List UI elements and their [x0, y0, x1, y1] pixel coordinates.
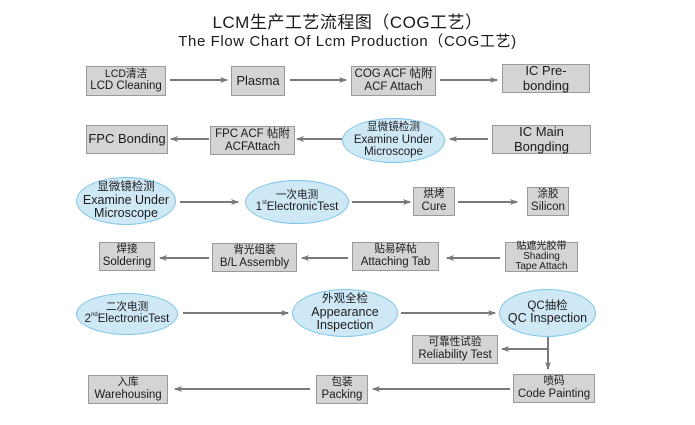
- step-label-en: Soldering: [102, 255, 152, 268]
- step-label-en: Appearance: [311, 304, 379, 319]
- step-label-en: B/L Assembly: [219, 256, 290, 269]
- step-label-zh: LCD清洁: [104, 67, 148, 80]
- step-examine-microscope-2: 显微镜检测 Examine Under Microscope: [76, 177, 176, 225]
- step-bl-assembly: 背光组装 B/L Assembly: [212, 243, 297, 272]
- step-examine-microscope-1: 显微镜检测 Examine Under Microscope: [342, 118, 445, 163]
- step-label-en: Plasma: [236, 72, 280, 88]
- step-label-zh: 外观全检: [322, 292, 368, 305]
- step-silicon: 涂胶 Silicon: [527, 187, 569, 216]
- step-plasma: Plasma: [231, 66, 285, 96]
- step-label-zh: 入库: [117, 376, 139, 389]
- step-ic-main-bonding: IC Main Bongding: [492, 125, 591, 154]
- step-label-en: Silicon: [531, 200, 565, 213]
- step-first-electronic-test: 一次电测 1stElectronicTest: [245, 180, 349, 224]
- step-label-en: QC Inspection: [507, 311, 588, 326]
- step-label-zh: 背光组装: [233, 244, 276, 257]
- step-label-zh: 喷码: [543, 375, 565, 388]
- step-label-zh: 贴易碎帖: [374, 243, 417, 256]
- step-label-en: ACFAttach: [225, 140, 280, 153]
- step-label-en: Attaching Tab: [360, 255, 431, 268]
- step-cog-acf-attach: COG ACF 帖附 ACF Attach: [351, 66, 436, 96]
- step-label-en: Examine Under: [353, 133, 434, 146]
- step-packing: 包装 Packing: [316, 375, 368, 404]
- step-label-zh: COG ACF 帖附: [354, 68, 433, 81]
- step-label-zh: 显微镜检测: [367, 121, 420, 134]
- step-label-zh: 一次电测: [275, 188, 319, 201]
- step-reliability-test: 可靠性试验 Reliability Test: [412, 335, 498, 364]
- title-chinese: LCM生产工艺流程图（COG工艺）: [212, 13, 483, 32]
- step-label-en: Code Painting: [517, 387, 591, 400]
- step-label-zh: 贴遮光胶带: [516, 241, 567, 252]
- step-label-en: Packing: [321, 388, 363, 401]
- step-warehousing: 入库 Warehousing: [88, 375, 168, 404]
- step-second-electronic-test: 二次电测 2ndElectronicTest: [76, 293, 178, 335]
- step-label-en: Microscope: [94, 206, 158, 221]
- step-label-en: Reliability Test: [418, 348, 492, 361]
- step-label-zh: 可靠性试验: [428, 336, 482, 349]
- step-label-en: 2ndElectronicTest: [84, 312, 170, 326]
- step-label-en: LCD Cleaning: [90, 80, 162, 93]
- step-label-zh: 涂胶: [537, 188, 559, 201]
- step-ic-prebonding: IC Pre-bonding: [502, 64, 590, 93]
- step-label-zh: 显微镜检测: [97, 180, 155, 193]
- step-label-zh: 焊接: [116, 243, 138, 256]
- step-label-en: IC Main Bongding: [514, 124, 569, 154]
- step-label-zh: 包装: [331, 376, 353, 389]
- step-appearance-inspection: 外观全检 Appearance Inspection: [292, 289, 398, 337]
- step-label-en: Inspection: [316, 318, 374, 333]
- step-lcd-cleaning: LCD清洁 LCD Cleaning: [86, 66, 166, 96]
- step-shading-tape-attach: 贴遮光胶带 Shading Tape Attach: [505, 242, 578, 272]
- step-fpc-bonding: FPC Bonding: [86, 125, 168, 154]
- step-label-en: IC Pre-bonding: [522, 63, 570, 93]
- step-cure: 烘烤 Cure: [413, 187, 455, 216]
- step-code-painting: 喷码 Code Painting: [513, 374, 595, 403]
- step-qc-inspection: QC抽检 QC Inspection: [499, 289, 596, 337]
- step-label-en: 1stElectronicTest: [255, 200, 339, 214]
- step-label-zh: 烘烤: [423, 188, 445, 201]
- step-label-zh: 二次电测: [105, 300, 149, 313]
- step-label-en: FPC Bonding: [88, 131, 166, 147]
- step-label-en: Microscope: [364, 146, 423, 159]
- step-label-en: ACF Attach: [364, 81, 423, 93]
- step-label-zh: FPC ACF 帖附: [215, 127, 290, 140]
- step-label-zh: QC抽检: [527, 299, 568, 312]
- step-attaching-tab: 贴易碎帖 Attaching Tab: [352, 242, 439, 271]
- step-label-en: Examine Under: [82, 192, 170, 207]
- step-soldering: 焊接 Soldering: [99, 242, 155, 271]
- title-english: The Flow Chart Of Lcm Production（COG工艺): [178, 33, 517, 50]
- step-label-en: Cure: [421, 200, 447, 213]
- step-label-en: Tape Attach: [515, 261, 568, 272]
- step-label-en: Warehousing: [94, 388, 162, 401]
- step-fpc-acf-attach: FPC ACF 帖附 ACFAttach: [210, 126, 295, 155]
- step-label-en: Shading: [523, 251, 560, 262]
